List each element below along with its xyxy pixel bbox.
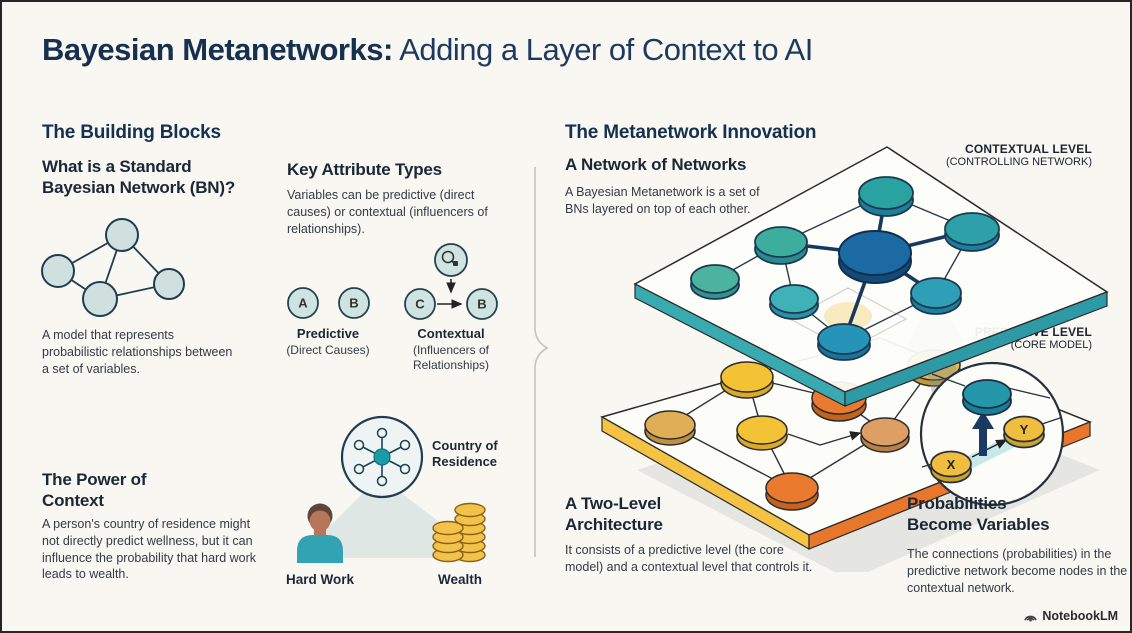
power-body: A person's country of residence might no… [42,517,257,582]
person-icon [297,503,343,563]
notebooklm-logo-icon [1024,615,1038,622]
predictive-sub: (Direct Causes) [286,343,370,357]
context-example-label: Country of Residence [432,438,498,470]
contextual-level-label: CONTEXTUAL LEVEL (CONTROLLING NETWORK) [946,142,1092,168]
predictive-label: Predictive [296,326,360,341]
node-c-label: C [415,297,425,312]
network-of-networks-body: A Bayesian Metanetwork is a set of BNs l… [565,185,760,216]
hard-work-label: Hard Work [285,572,354,587]
node-x-label: X [947,457,956,472]
bn-heading: What is a Standard Bayesian Network (BN)… [42,157,236,197]
bn-nodes [41,218,185,317]
page-title-bold: Bayesian Metanetworks: [42,32,393,67]
attributes-body: Variables can be predictive (direct caus… [287,188,488,236]
bayesian-network-diagram [41,218,185,317]
section-divider [534,167,549,557]
attribute-node-letters: A B C B [298,296,486,312]
magnifier-icon [441,250,458,266]
two-level-heading: A Two-Level Architecture [565,494,663,534]
section-title-building-blocks: The Building Blocks [42,122,221,143]
ghost-node [824,302,872,330]
right-arrow-icon [787,431,862,446]
attribute-nodes [287,243,498,320]
wealth-label: Wealth [437,572,482,587]
contextual-sub: (Influencers of Relationships) [412,343,490,372]
node-a-label: A [298,296,308,311]
contextual-level-sub: (CONTROLLING NETWORK) [945,156,1092,168]
page-title: Bayesian Metanetworks: Adding a Layer of… [42,32,813,68]
node-y-label: Y [1020,422,1029,437]
node-b-label: B [349,296,358,311]
hub-network-icon [353,427,411,487]
bn-caption: A model that represents probabilistic re… [42,328,233,376]
coins-icon [432,502,486,563]
metanetwork-diagram: X Y [600,146,1109,572]
node-b2-label: B [477,297,486,312]
predictive-level-sub: (CORE MODEL) [1010,339,1092,351]
probability-zoom-circle: X Y [919,361,1065,507]
network-of-networks-heading: A Network of Networks [565,155,747,174]
probabilities-heading: Probabilities Become Variables [907,494,1050,534]
power-of-context-illustration [297,415,486,563]
probabilities-body: The connections (probabilities) in the p… [907,547,1128,595]
two-level-body: It consists of a predictive level (the c… [565,543,813,574]
attributes-heading: Key Attribute Types [287,160,442,179]
power-heading: The Power of Context [42,470,147,510]
contextual-level-title: CONTEXTUAL LEVEL [965,142,1092,156]
attribute-types-diagram: A B C B [287,243,498,320]
watermark-brand: NotebookLM [1042,609,1118,623]
section-title-metanetwork: The Metanetwork Innovation [565,122,817,143]
contextual-label: Contextual [417,326,485,341]
x-to-y-arrow-icon [971,439,1008,458]
contextual-nodes [690,176,1000,361]
up-arrow-icon [972,411,994,456]
page-title-light: Adding a Layer of Context to AI [399,32,813,67]
watermark: NotebookLM [1023,609,1118,623]
